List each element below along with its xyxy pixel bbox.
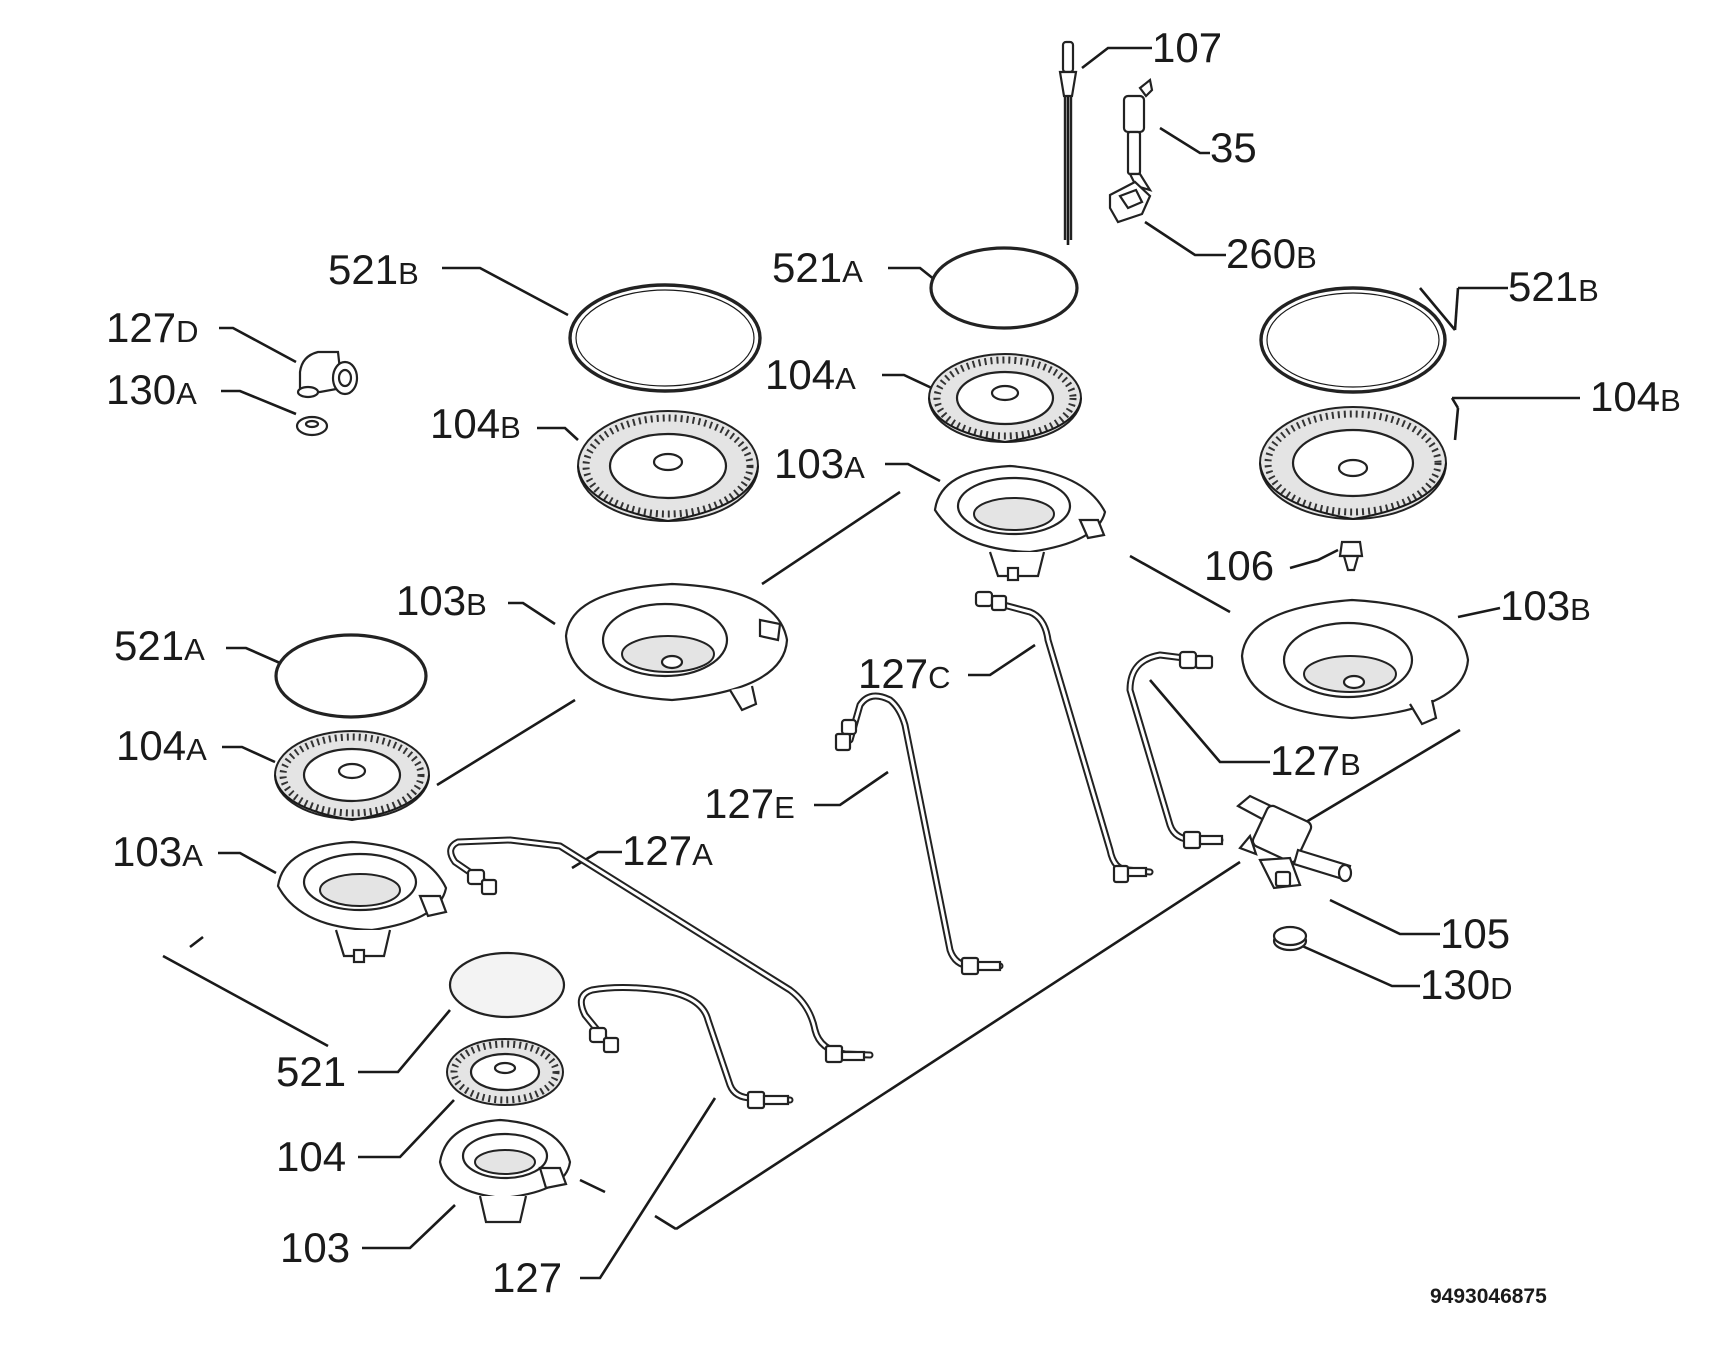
burner-base-103b-right <box>1240 598 1470 726</box>
label-104: 104 <box>276 1133 346 1180</box>
label-103: 103 <box>280 1224 350 1271</box>
label-104b-left: 104B <box>430 400 521 447</box>
burner-base-103a-left <box>276 840 448 964</box>
flame-spreader-104a-left <box>274 730 430 822</box>
label-106: 106 <box>1204 542 1274 589</box>
burner-base-103b-left <box>564 582 789 712</box>
clip-260b <box>1108 180 1152 224</box>
label-127c: 127C <box>858 650 950 697</box>
label-127: 127 <box>492 1254 562 1301</box>
gas-pipe-127 <box>577 984 794 1110</box>
burner-cap-521a-center <box>929 246 1079 330</box>
label-103b-right: 103B <box>1500 582 1591 629</box>
label-103a-center: 103A <box>774 440 865 487</box>
flame-spreader-104a-center <box>928 353 1082 444</box>
label-521b-right: 521B <box>1508 263 1599 310</box>
burner-cap-521 <box>448 951 566 1019</box>
burner-base-103a-center <box>933 464 1107 582</box>
label-521b-left: 521B <box>328 246 419 293</box>
grommet-130d <box>1272 925 1308 952</box>
gas-tap-105 <box>1236 794 1353 890</box>
flame-spreader-104 <box>446 1038 564 1106</box>
label-127d: 127D <box>106 304 198 351</box>
gas-pipe-127a <box>447 836 874 1064</box>
part-labels: 107 35 260B 521A 521B 521B 127D 130A 104… <box>106 24 1681 1301</box>
gas-pipe-127b <box>1126 650 1224 850</box>
label-103a-left: 103A <box>112 828 203 875</box>
burner-cap-521a-left <box>274 633 428 719</box>
injector-106 <box>1338 540 1364 572</box>
label-127e: 127E <box>704 780 795 827</box>
label-104a-left: 104A <box>116 722 207 769</box>
label-104a-center: 104A <box>765 351 856 398</box>
label-105: 105 <box>1440 910 1510 957</box>
burner-base-103 <box>438 1118 572 1224</box>
document-number: 9493046875 <box>1430 1285 1547 1308</box>
label-130a: 130A <box>106 366 197 413</box>
washer-130a <box>295 415 329 437</box>
flame-spreader-104b-right <box>1259 406 1447 521</box>
label-260b: 260B <box>1226 230 1317 277</box>
label-521: 521 <box>276 1048 346 1095</box>
assembly-guide-lines <box>162 80 1461 1231</box>
label-130d: 130D <box>1420 961 1512 1008</box>
label-35: 35 <box>1210 124 1257 171</box>
gas-pipe-127c <box>974 590 1154 884</box>
label-521a-left: 521A <box>114 622 205 669</box>
burner-cap-521b-left <box>568 283 762 393</box>
flame-spreader-104b-left <box>577 410 759 523</box>
label-127b: 127B <box>1270 737 1361 784</box>
gas-pipe-127e <box>834 692 1004 976</box>
label-104b-right: 104B <box>1590 373 1681 420</box>
label-127a: 127A <box>622 827 713 874</box>
elbow-fitting-127d <box>296 350 359 399</box>
ignition-electrode-35 <box>1122 78 1154 192</box>
label-107: 107 <box>1152 24 1222 71</box>
thermocouple-107 <box>1058 40 1078 240</box>
burner-cap-521b-right <box>1259 286 1447 394</box>
label-103b-left: 103B <box>396 577 487 624</box>
label-521a-center: 521A <box>772 244 863 291</box>
